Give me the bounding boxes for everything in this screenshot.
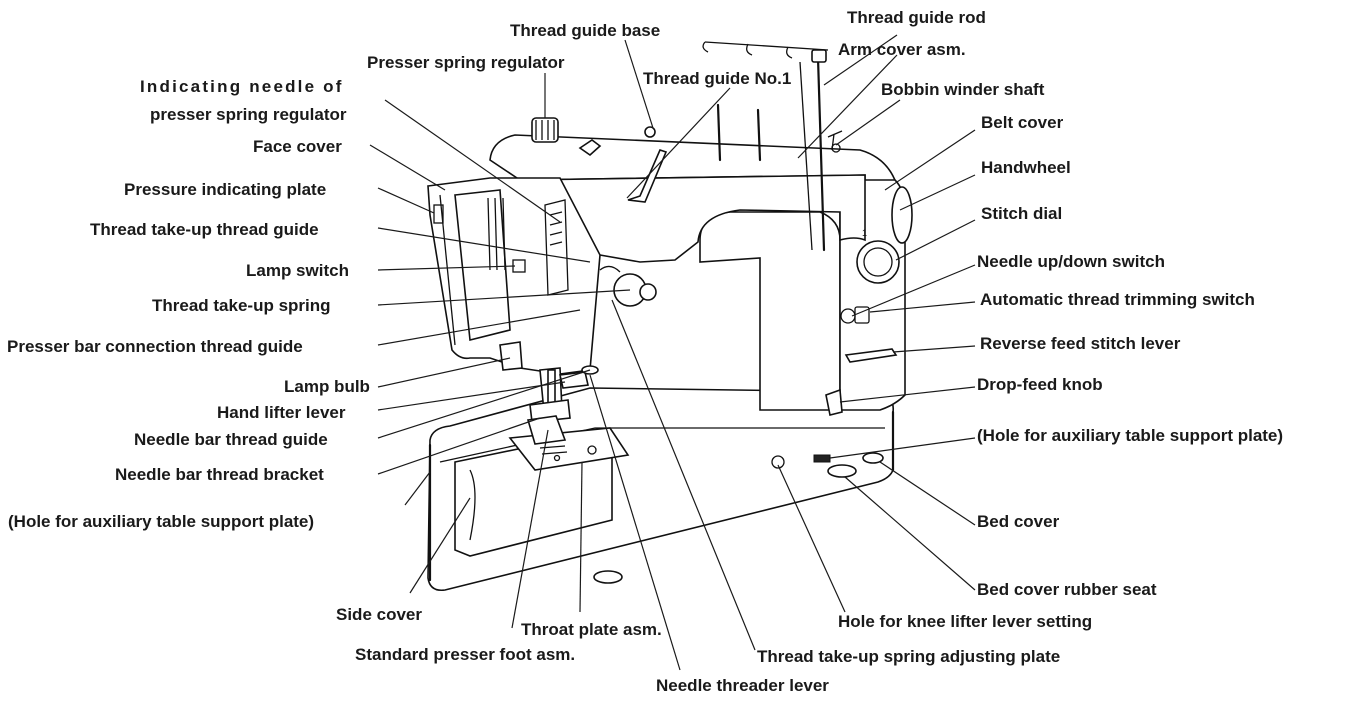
- label-presser-spring-regulator: Presser spring regulator: [367, 53, 565, 72]
- label-thread-takeup-spring-adjusting-plate: Thread take-up spring adjusting plate: [757, 647, 1060, 666]
- label-hole-knee-lifter: Hole for knee lifter lever setting: [838, 612, 1092, 631]
- machine-head: [427, 117, 668, 375]
- label-arm-cover-asm: Arm cover asm.: [838, 40, 966, 59]
- label-throat-plate-asm: Throat plate asm.: [521, 620, 662, 639]
- label-needle-bar-thread-guide: Needle bar thread guide: [134, 430, 328, 449]
- label-thread-guide-base: Thread guide base: [510, 21, 660, 40]
- label-thread-guide-rod: Thread guide rod: [847, 8, 986, 27]
- label-thread-takeup-spring: Thread take-up spring: [152, 296, 331, 315]
- label-standard-presser-foot-asm: Standard presser foot asm.: [355, 645, 575, 664]
- label-lamp-switch: Lamp switch: [246, 261, 349, 280]
- label-lamp-bulb: Lamp bulb: [284, 377, 370, 396]
- label-hole-aux-right: (Hole for auxiliary table support plate): [977, 426, 1283, 445]
- label-automatic-thread-trimming-switch: Automatic thread trimming switch: [980, 290, 1255, 309]
- sewing-machine-illustration: 1: [427, 41, 913, 592]
- label-indicating-needle-line1: Indicating needle of: [140, 77, 344, 96]
- svg-text:1: 1: [862, 228, 867, 238]
- machine-arm: 1: [489, 130, 913, 416]
- label-bed-cover-rubber-seat: Bed cover rubber seat: [977, 580, 1157, 599]
- label-drop-feed-knob: Drop-feed knob: [977, 375, 1103, 394]
- label-pressure-indicating-plate: Pressure indicating plate: [124, 180, 326, 199]
- label-needle-bar-thread-bracket: Needle bar thread bracket: [115, 465, 324, 484]
- label-belt-cover: Belt cover: [981, 113, 1064, 132]
- label-thread-takeup-thread-guide: Thread take-up thread guide: [90, 220, 319, 239]
- label-side-cover: Side cover: [336, 605, 422, 624]
- label-hole-aux-left: (Hole for auxiliary table support plate): [8, 512, 314, 531]
- label-indicating-needle-line2: presser spring regulator: [150, 105, 347, 124]
- label-bed-cover: Bed cover: [977, 512, 1060, 531]
- leader-lines: [369, 34, 976, 671]
- thread-stand: [702, 41, 829, 252]
- label-needle-updown-switch: Needle up/down switch: [977, 252, 1165, 271]
- label-stitch-dial: Stitch dial: [981, 204, 1062, 223]
- label-presser-bar-connection-thread-guide: Presser bar connection thread guide: [7, 337, 303, 356]
- part-labels: Thread guide base Thread guide rod Arm c…: [7, 8, 1283, 695]
- label-handwheel: Handwheel: [981, 158, 1071, 177]
- label-hand-lifter-lever: Hand lifter lever: [217, 403, 346, 422]
- label-needle-threader-lever: Needle threader lever: [656, 676, 829, 695]
- label-reverse-feed-stitch-lever: Reverse feed stitch lever: [980, 334, 1181, 353]
- label-thread-guide-no1: Thread guide No.1: [643, 69, 791, 88]
- label-face-cover: Face cover: [253, 137, 342, 156]
- label-bobbin-winder-shaft: Bobbin winder shaft: [881, 80, 1045, 99]
